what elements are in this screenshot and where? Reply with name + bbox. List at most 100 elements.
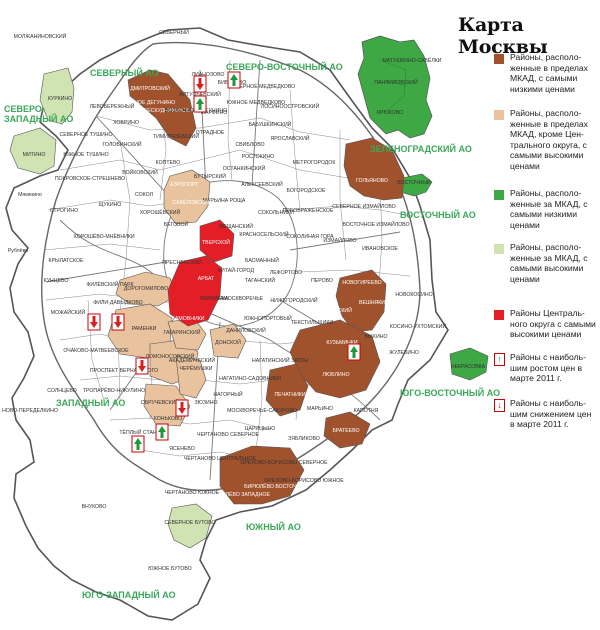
svg-text:ВОСТОЧНОЕ ИЗМАЙЛОВО: ВОСТОЧНОЕ ИЗМАЙЛОВО xyxy=(342,220,409,228)
svg-text:ЛЕФОРТОВО: ЛЕФОРТОВО xyxy=(270,270,302,276)
svg-text:БРАТЕЕВО: БРАТЕЕВО xyxy=(333,428,360,434)
svg-text:Рублёво: Рублёво xyxy=(8,248,28,254)
svg-text:НАГАТИНО-САДОВНИКИ: НАГАТИНО-САДОВНИКИ xyxy=(219,376,281,382)
svg-text:ЛЮБЛИНО: ЛЮБЛИНО xyxy=(323,372,350,378)
svg-text:СЕВЕРНОЕ ТУШИНО: СЕВЕРНОЕ ТУШИНО xyxy=(60,132,113,138)
arrow-up-icon xyxy=(131,435,145,453)
okrug-label: СЕВЕРНЫЙ АО xyxy=(90,67,159,78)
svg-text:ЗЯБЛИКОВО: ЗЯБЛИКОВО xyxy=(288,436,320,442)
svg-text:ЯКИМАНКА: ЯКИМАНКА xyxy=(200,296,229,302)
legend-text: Районы, располо-женные в пределах МКАД, … xyxy=(510,52,588,94)
district-sokol-aeroport xyxy=(163,169,211,225)
svg-text:ИВАНОВСКОЕ: ИВАНОВСКОЕ xyxy=(362,246,398,252)
svg-text:БИРЮЛЁВО ВОСТОЧНОЕ: БИРЮЛЁВО ВОСТОЧНОЕ xyxy=(244,483,308,490)
district-golyanovo xyxy=(343,137,405,201)
okrug-label: ВОСТОЧНЫЙ АО xyxy=(400,209,476,220)
svg-text:ВОЙКОВСКИЙ: ВОЙКОВСКИЙ xyxy=(122,168,158,176)
svg-text:ЛОСИНООСТРОВСКИЙ: ЛОСИНООСТРОВСКИЙ xyxy=(261,102,320,110)
svg-text:ПРЕСНЕНСКИЙ: ПРЕСНЕНСКИЙ xyxy=(162,258,202,266)
svg-text:НЕКРАСОВКА: НЕКРАСОВКА xyxy=(451,364,486,370)
svg-text:БУТЫРСКИЙ: БУТЫРСКИЙ xyxy=(194,172,226,180)
map-title: Карта Москвы xyxy=(458,14,548,58)
svg-text:ТИМИРЯЗЕВСКИЙ: ТИМИРЯЗЕВСКИЙ xyxy=(153,132,199,140)
district-dorogomilovo xyxy=(115,271,177,307)
swatch-green xyxy=(494,190,504,200)
svg-text:РЯЗАНСКИЙ: РЯЗАНСКИЙ xyxy=(320,306,352,314)
svg-text:АЛЕКСЕЕВСКИЙ: АЛЕКСЕЕВСКИЙ xyxy=(241,180,283,188)
legend-text: Районы, располо-женные в пределах МКАД, … xyxy=(510,108,588,171)
svg-text:МАТУШКИНО-САВЁЛКИ: МАТУШКИНО-САВЁЛКИ xyxy=(382,57,441,64)
svg-text:МОЛЖАНИНОВСКИЙ: МОЛЖАНИНОВСКИЙ xyxy=(14,32,67,40)
svg-text:СОЛНЦЕВО: СОЛНЦЕВО xyxy=(47,388,76,394)
svg-text:ОБРУЧЕВСКИЙ: ОБРУЧЕВСКИЙ xyxy=(141,398,180,406)
district-novogireevo xyxy=(335,269,387,333)
svg-text:ОРЕХОВО-БОРИСОВО СЕВЕРНОЕ: ОРЕХОВО-БОРИСОВО СЕВЕРНОЕ xyxy=(240,460,328,466)
okrug-label: СЕВЕРО- xyxy=(4,104,45,114)
district-pechatniki xyxy=(265,363,309,417)
svg-text:ЮЖНОЕ ТУШИНО: ЮЖНОЕ ТУШИНО xyxy=(63,152,108,158)
svg-text:КРЫЛАТСКОЕ: КРЫЛАТСКОЕ xyxy=(49,258,84,264)
svg-text:АКАДЕМИЧЕСКИЙ: АКАДЕМИЧЕСКИЙ xyxy=(169,356,216,364)
svg-text:ЯРОСЛАВСКИЙ: ЯРОСЛАВСКИЙ xyxy=(270,134,309,142)
svg-text:ХОРОШЁВО-МНЁВНИКИ: ХОРОШЁВО-МНЁВНИКИ xyxy=(73,233,134,240)
svg-text:ХОРОШЁВСКИЙ: ХОРОШЁВСКИЙ xyxy=(140,208,181,216)
legend-text: Районы, располо-женные за МКАД, с самыми… xyxy=(510,188,588,230)
svg-text:БАСМАННЫЙ: БАСМАННЫЙ xyxy=(245,256,279,264)
arrow-down-icon xyxy=(175,399,189,417)
svg-text:САВЁЛОВСКИЙ: САВЁЛОВСКИЙ xyxy=(173,198,212,206)
svg-text:ИЗМАЙЛОВО: ИЗМАЙЛОВО xyxy=(323,236,356,244)
svg-text:Мякинино: Мякинино xyxy=(18,192,42,198)
svg-text:ТАГАНСКИЙ: ТАГАНСКИЙ xyxy=(245,276,276,284)
svg-text:ПРОСПЕКТ ВЕРНАДСКОГО: ПРОСПЕКТ ВЕРНАДСКОГО xyxy=(90,368,158,374)
svg-text:МЕЩАНСКИЙ: МЕЩАНСКИЙ xyxy=(219,222,253,230)
svg-text:ВЫХИНО: ВЫХИНО xyxy=(364,334,387,340)
arrow-down-icon xyxy=(135,357,149,375)
svg-text:ВЕШНЯКИ: ВЕШНЯКИ xyxy=(359,300,385,306)
road-west xyxy=(45,261,167,283)
swatch-lightgreen xyxy=(494,244,504,254)
svg-text:НАГОРНЫЙ: НАГОРНЫЙ xyxy=(213,390,243,398)
svg-text:СЕВЕРНЫЙ: СЕВЕРНЫЙ xyxy=(159,28,189,36)
svg-text:РАМЕНКИ: РАМЕНКИ xyxy=(132,326,157,332)
svg-text:НОВОКОСИНО: НОВОКОСИНО xyxy=(395,292,432,298)
legend-text: Районы с наиболь-шим ростом цен в марте … xyxy=(510,352,586,384)
svg-text:ТЁПЛЫЙ СТАН: ТЁПЛЫЙ СТАН xyxy=(119,428,157,436)
svg-text:ОСТАНКИНСКИЙ: ОСТАНКИНСКИЙ xyxy=(223,164,266,172)
okrug-label: СЕВЕРО-ВОСТОЧНЫЙ АО xyxy=(226,61,343,72)
svg-text:БАБУШКИНСКИЙ: БАБУШКИНСКИЙ xyxy=(249,120,292,128)
arrow-down-icon xyxy=(193,75,207,93)
district-tverskoy xyxy=(199,219,235,263)
svg-text:ЛОМОНОСОВСКИЙ: ЛОМОНОСОВСКИЙ xyxy=(146,352,195,360)
svg-text:ПАНФИЛОВСКИЙ: ПАНФИЛОВСКИЙ xyxy=(374,78,418,86)
okrug-label: ЗАПАДНЫЙ АО xyxy=(4,113,73,124)
svg-text:НИЖЕГОРОДСКИЙ: НИЖЕГОРОДСКИЙ xyxy=(270,296,318,304)
legend-text: Районы Централь-ного округа с самыми выс… xyxy=(510,308,596,340)
road-ne xyxy=(251,59,261,186)
arrow-up-icon: ↑ xyxy=(494,353,505,366)
arrow-up-icon xyxy=(155,423,169,441)
okrug-label: ЮГО-ЗАПАДНЫЙ АО xyxy=(82,589,176,600)
svg-text:КУНЦЕВО: КУНЦЕВО xyxy=(44,278,69,284)
svg-text:ПЕЧАТНИКИ: ПЕЧАТНИКИ xyxy=(274,392,305,398)
svg-text:ОТРАДНОЕ: ОТРАДНОЕ xyxy=(196,130,225,136)
svg-text:БЕСКУДНИКОВСКИЙ: БЕСКУДНИКОВСКИЙ xyxy=(144,106,197,114)
district-mitino xyxy=(9,127,57,175)
svg-text:КОСИНО-УХТОМСКИЙ: КОСИНО-УХТОМСКИЙ xyxy=(390,322,447,330)
svg-text:СЕВЕРНОЕ БУТОВО: СЕВЕРНОЕ БУТОВО xyxy=(164,520,215,526)
arrow-up-icon xyxy=(227,71,241,89)
district-lublino xyxy=(289,319,381,399)
svg-text:ЮЖНОЕ МЕДВЕДКОВО: ЮЖНОЕ МЕДВЕДКОВО xyxy=(227,100,286,106)
svg-text:КУРКИНО: КУРКИНО xyxy=(48,96,72,102)
svg-text:ЛЕВОБЕРЕЖНЫЙ: ЛЕВОБЕРЕЖНЫЙ xyxy=(90,102,135,110)
svg-text:АЛТУФЬЕВСКИЙ: АЛТУФЬЕВСКИЙ xyxy=(179,90,221,98)
svg-text:КАПОТНЯ: КАПОТНЯ xyxy=(354,408,379,414)
svg-text:МОСКВОРЕЧЬЕ-САБУРОВО: МОСКВОРЕЧЬЕ-САБУРОВО xyxy=(227,408,297,414)
svg-text:ЗЮЗИНО: ЗЮЗИНО xyxy=(194,400,217,406)
svg-text:ФИЛЁВСКИЙ ПАРК: ФИЛЁВСКИЙ ПАРК xyxy=(86,280,133,288)
svg-text:СТРОГИНО: СТРОГИНО xyxy=(50,208,78,214)
legend-text: Районы, располо-женные за МКАД, с самыми… xyxy=(510,242,588,284)
svg-text:ЧЕРЁМУШКИ: ЧЕРЁМУШКИ xyxy=(180,365,213,372)
svg-text:БОГОРОДСКОЕ: БОГОРОДСКОЕ xyxy=(287,188,326,194)
svg-text:ФИЛИ-ДАВЫДКОВО: ФИЛИ-ДАВЫДКОВО xyxy=(93,300,142,306)
